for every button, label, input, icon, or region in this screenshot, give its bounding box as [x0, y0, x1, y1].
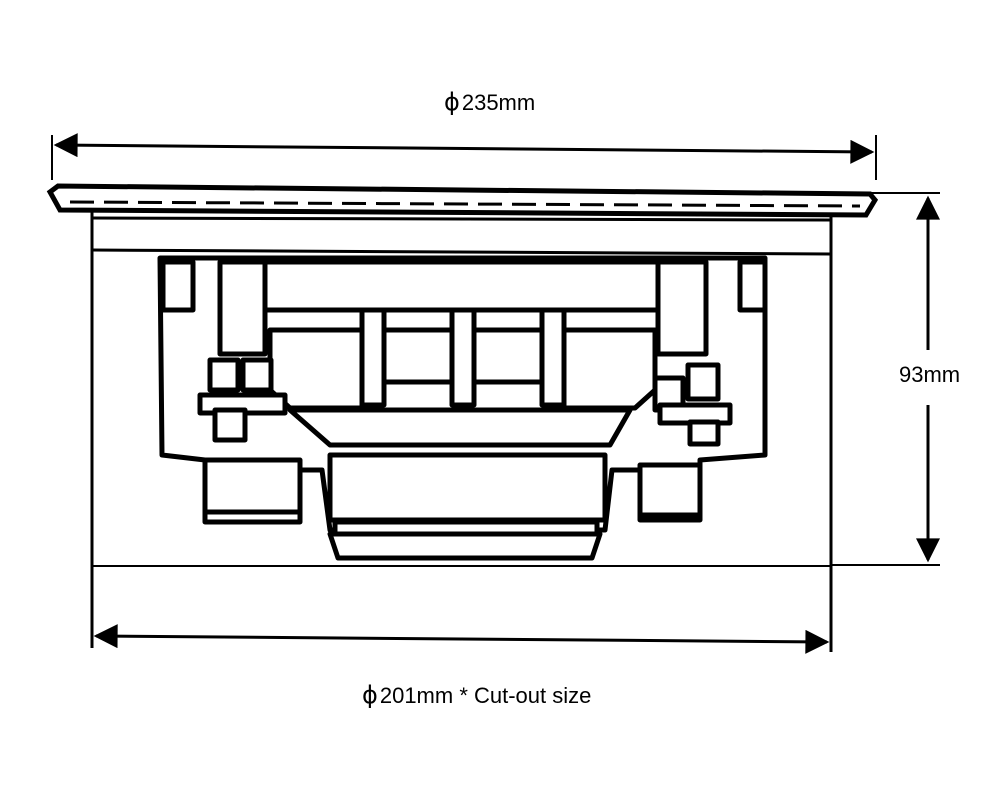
top-dimension	[51, 133, 877, 180]
speaker-driver	[157, 255, 768, 561]
height-dimension-value: 93mm	[899, 362, 961, 387]
diameter-symbol: ϕ	[444, 88, 460, 116]
bottom-dimension-label: ϕ201mm * Cut-out size	[362, 681, 591, 709]
bottom-dimension-value: 201mm * Cut-out size	[379, 683, 592, 708]
frame-body	[91, 248, 832, 567]
bottom-dimension	[90, 200, 833, 654]
height-dimension-label: 93mm	[899, 362, 960, 388]
top-dimension-value: 235mm	[461, 90, 536, 115]
speaker-flange	[46, 183, 879, 222]
diameter-symbol: ϕ	[362, 681, 378, 709]
top-dimension-label: ϕ235mm	[444, 88, 535, 116]
height-dimension	[830, 192, 940, 566]
